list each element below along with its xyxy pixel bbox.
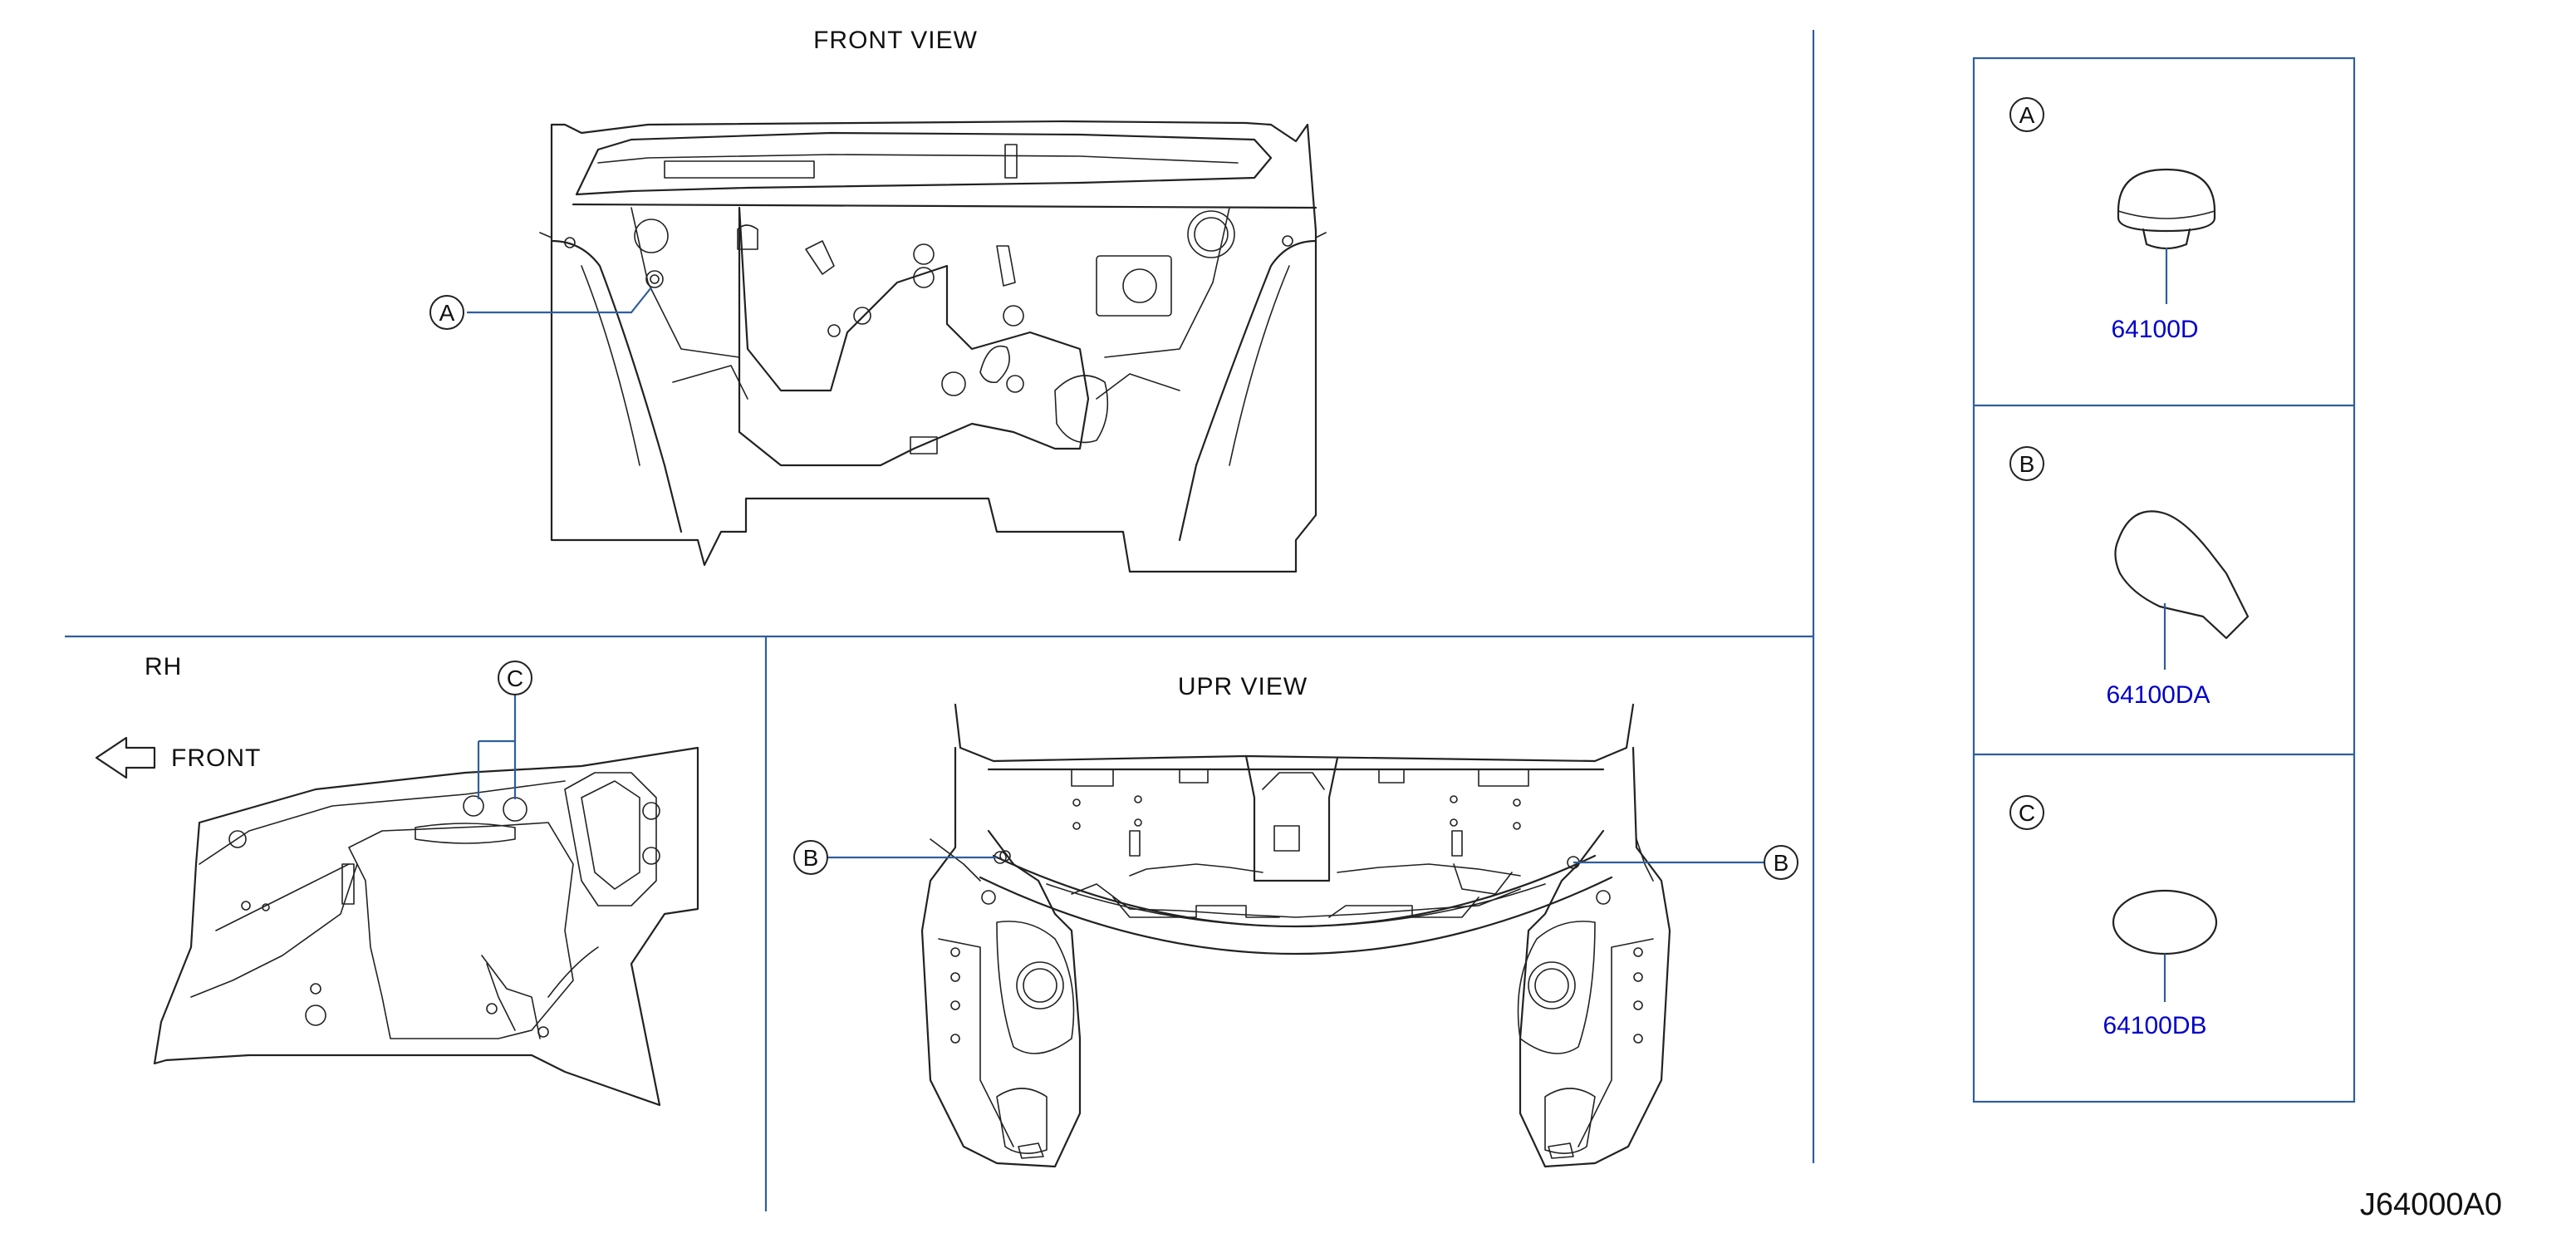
oval-sealing-plug-icon	[2112, 889, 2218, 955]
legend-c-letter: C	[2019, 800, 2035, 826]
legend-frame	[1972, 56, 2356, 1103]
upper-view-title: UPR VIEW	[1178, 673, 1308, 700]
callout-a-front-letter: A	[439, 300, 455, 326]
legend-c-marker	[2009, 795, 2044, 830]
legend-cell-b: B 64100DA	[2009, 446, 2250, 709]
legend-b-part-number: 64100DA	[2106, 681, 2210, 709]
legend-a-part-number: 64100D	[2111, 316, 2198, 343]
leader-c-side	[477, 695, 517, 799]
front-view-dash-panel	[539, 120, 1327, 573]
callout-a-front	[429, 295, 464, 330]
callout-b-upper-right-letter: B	[1774, 850, 1789, 876]
callout-b-upper-left	[793, 840, 828, 875]
callout-b-upper-right	[1764, 845, 1798, 880]
grommet-plug-icon	[2114, 510, 2250, 640]
front-arrow-icon	[95, 736, 156, 779]
legend-b-marker	[2009, 446, 2044, 481]
leader-a-front	[467, 287, 652, 314]
plug-cap-icon	[2117, 168, 2216, 250]
legend-c-part-number: 64100DB	[2103, 1012, 2206, 1039]
rh-side-dash-panel	[153, 746, 699, 1107]
legend-cell-c: C 64100DB	[2009, 795, 2218, 1039]
upper-view-dash-panel	[920, 703, 1671, 1168]
legend-b-letter: B	[2019, 451, 2035, 477]
drawing-code: J64000A0	[2360, 1187, 2502, 1222]
callout-c-side	[498, 661, 532, 695]
front-view-title: FRONT VIEW	[813, 27, 978, 54]
callout-c-side-letter: C	[507, 666, 523, 691]
legend: A 64100D B 64100DA C 64100DB	[1972, 56, 2356, 1103]
front-direction-label: FRONT	[171, 744, 261, 772]
legend-a-marker	[2009, 97, 2044, 132]
rh-side-label: RH	[145, 653, 182, 680]
callout-b-upper-left-letter: B	[803, 845, 819, 871]
legend-cell-a: A 64100D	[2009, 97, 2216, 343]
legend-a-letter: A	[2019, 102, 2035, 128]
